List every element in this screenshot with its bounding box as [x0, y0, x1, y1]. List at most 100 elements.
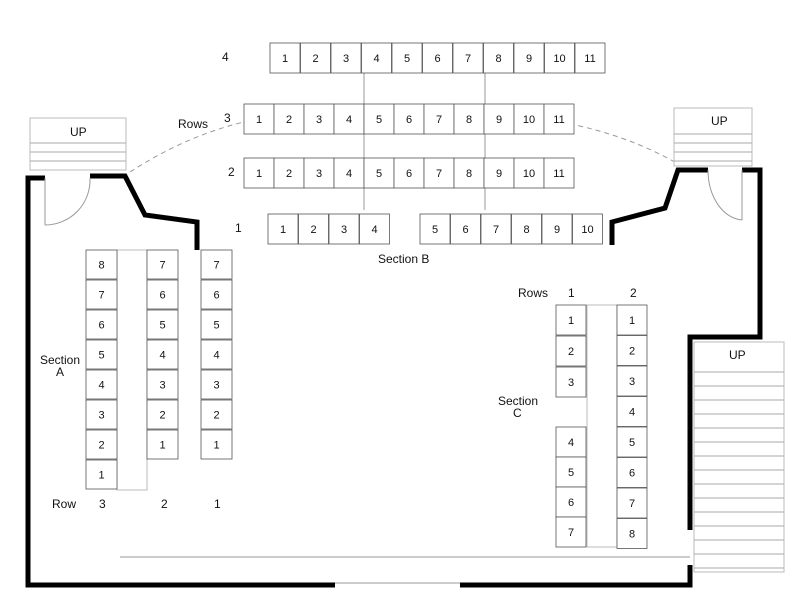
section-b-row-4-seat-6: 6 [422, 42, 453, 74]
section-c-row-2-seat-8-number: 8 [629, 529, 635, 541]
section-b-row-2-seat-7-box [423, 157, 455, 189]
section-b-row-label-3: 3 [224, 111, 231, 125]
section-c-row-2-seat-7-number: 7 [629, 498, 635, 510]
section-b-row-1-seat-3: 3 [328, 213, 360, 245]
section-c-title-line1: Section [498, 394, 538, 408]
section-c-row-1-seat-2-box [555, 335, 587, 367]
section-b-row-2-seat-6: 6 [393, 157, 425, 189]
section-b-row-1-seat-6-number: 6 [462, 224, 468, 236]
section-a-row-label-1: 1 [214, 497, 221, 511]
section-b-row-label-2: 2 [228, 165, 235, 179]
section-b-row-1-seat-5: 5 [419, 213, 451, 245]
section-b-row-3-seat-8-box [453, 103, 485, 135]
section-a-row-1-seat-7-box [200, 249, 233, 280]
section-c-row-2-seat-2-number: 2 [629, 346, 635, 358]
section-b-row-3-seat-9-box [483, 103, 515, 135]
section-a-row-2-seat-7: 7 [146, 249, 179, 280]
section-a-title-line1: Section [40, 353, 80, 367]
section-b-row-4-seat-9: 9 [513, 42, 545, 74]
section-c-row-2-seat-4-number: 4 [629, 407, 635, 419]
section-a-row-1-seat-1-number: 1 [213, 440, 219, 452]
section-a-row-2-seat-1-box [146, 429, 179, 460]
section-a-row-2-seat-5-number: 5 [159, 320, 165, 332]
section-c-row-1-seat-7-number: 7 [568, 527, 574, 539]
section-b-row-1-seat-9-box [541, 213, 573, 245]
section-a-row-1-seat-1-box [200, 429, 233, 460]
section-b-row-4-seat-1: 1 [269, 42, 301, 74]
section-c-row-2-seat-3-box [616, 365, 648, 397]
section-a-row-3-seat-6-box [85, 309, 118, 340]
section-c-row-2-seat-8-box [616, 518, 648, 549]
section-b-row-2-seat-4-box [333, 157, 365, 189]
section-b-row-4-seat-4-number: 4 [373, 53, 379, 65]
room-walls [25, 167, 763, 588]
section-a-row-label-2: 2 [161, 497, 168, 511]
section-b-row-3-seat-1: 1 [243, 103, 275, 135]
section-b-row-3-seat-10: 10 [513, 103, 545, 135]
section-b-row-2-seat-7: 7 [423, 157, 455, 189]
section-a-row-3-seat-5: 5 [85, 339, 118, 370]
section-a-row-3-seat-4-number: 4 [98, 380, 104, 392]
wall-upper-left [90, 173, 200, 250]
section-a-row-3-seat-3-box [85, 399, 118, 430]
section-a-row-2-seat-6: 6 [146, 279, 179, 310]
section-b-row-2-seat-9: 9 [483, 157, 515, 189]
section-c-row-1-seat-5: 5 [555, 456, 587, 488]
section-c-row-2-seat-6-box [616, 457, 648, 488]
section-b-row-4-seat-5-number: 5 [404, 53, 410, 65]
section-a-title-line2: A [56, 365, 64, 379]
stairs-lower-right-label: UP [729, 348, 746, 362]
section-c-row-1-seat-6-number: 6 [568, 497, 574, 509]
section-b-row-4-seat-4: 4 [361, 42, 392, 74]
section-c-row-label-1: 1 [568, 286, 575, 300]
section-a-row-3-seat-1-box [85, 459, 118, 490]
section-b-row-4-seat-1-number: 1 [282, 53, 288, 65]
section-b-row-2-seat-11-box [543, 157, 575, 189]
section-b-row-3-seat-4-number: 4 [346, 114, 352, 126]
sightline-arc-left [129, 112, 301, 173]
section-b-row-3-seat-5: 5 [363, 103, 395, 135]
section-b-row-3-seat-4-box [333, 103, 365, 135]
section-a-row-1-seat-5-box [200, 309, 233, 340]
section-a-row-2-seat-7-box [146, 249, 179, 280]
section-b-row-4-seat-5: 5 [391, 42, 423, 74]
section-b-row-3-seat-2-box [273, 103, 305, 135]
section-a-row-2-seat-7-number: 7 [159, 260, 165, 272]
door-right [707, 169, 743, 221]
section-a-row-1-seat-6-box [200, 279, 233, 310]
section-b-row-1-seat-1-box [267, 213, 299, 245]
section-b-row-1-seat-7-number: 7 [493, 224, 499, 236]
section-b-row-1-seat-5-number: 5 [432, 224, 438, 236]
section-a-row-3-seat-1-number: 1 [98, 470, 104, 482]
section-b-rows-caption: Rows [178, 117, 208, 131]
section-b-row-3-seat-3: 3 [303, 103, 335, 135]
section-b-row-4-seat-3-number: 3 [343, 53, 349, 65]
section-b-row-3-seat-2: 2 [273, 103, 305, 135]
section-b-row-4-seat-11: 11 [574, 42, 606, 74]
section-a-row-2-seat-2-number: 2 [159, 410, 165, 422]
section-a-row-2-seat-6-box [146, 279, 179, 310]
section-c-aisle [586, 304, 618, 548]
section-b-row-4-seat-10: 10 [544, 42, 575, 74]
section-b-row-1-seat-10: 10 [572, 213, 603, 245]
section-a-row-3-seat-7-box [85, 279, 118, 310]
section-a-row-3-seat-8-number: 8 [98, 260, 104, 272]
section-a-row-2-seat-2-box [146, 399, 179, 430]
section-c-row-1-seat-6: 6 [555, 486, 587, 518]
section-a-row-1-seat-6-number: 6 [213, 290, 219, 302]
section-a-row-3-seat-2-box [85, 429, 118, 460]
section-a-row-3-seat-5-number: 5 [98, 350, 104, 362]
section-c-row-1-seat-2-number: 2 [568, 346, 574, 358]
section-b-row-2-seat-8-number: 8 [466, 168, 472, 180]
section-b-row-1-seat-7: 7 [480, 213, 512, 245]
section-b-row-3-seat-1-number: 1 [256, 114, 262, 126]
section-b-row-3-seat-7: 7 [423, 103, 455, 135]
section-b-row-3-seat-8: 8 [453, 103, 485, 135]
section-a-row-2-seat-2: 2 [146, 399, 179, 430]
section-a-row-caption: Row [52, 497, 76, 511]
section-b-row-2-seat-6-box [393, 157, 425, 189]
section-a-row-3-seat-8: 8 [85, 249, 118, 280]
section-a-row-label-3: 3 [99, 497, 106, 511]
